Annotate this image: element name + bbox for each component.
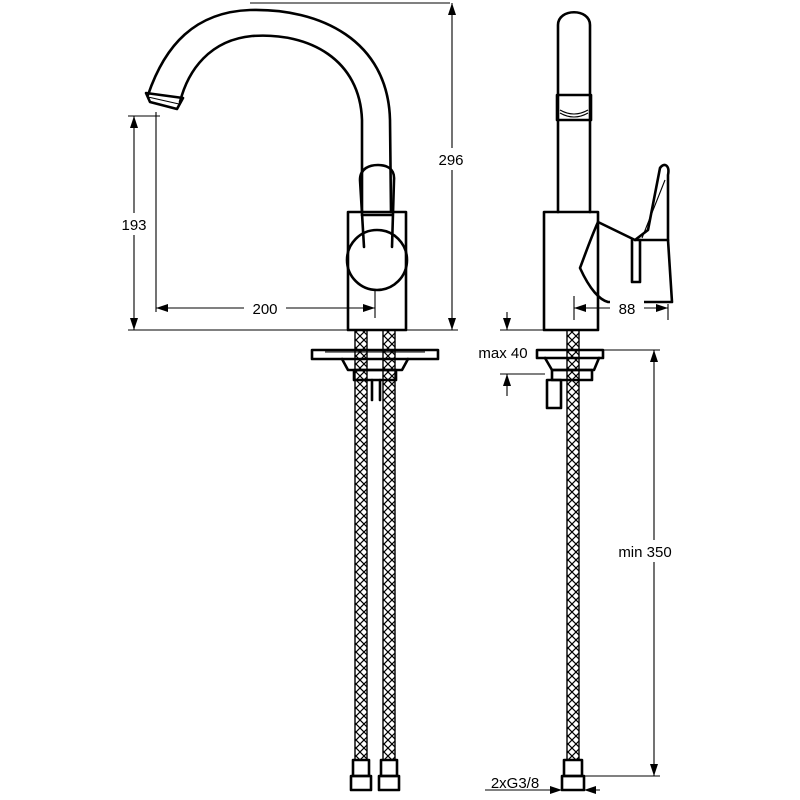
dim-connection-thread: 2xG3/8 <box>485 775 600 794</box>
front-spout <box>144 8 393 214</box>
label-max-deck-thickness: max 40 <box>478 345 527 362</box>
front-body <box>345 163 409 332</box>
dim-spout-height: 193 <box>112 115 348 331</box>
label-lever-projection: 88 <box>619 301 636 318</box>
side-body <box>542 163 674 332</box>
dim-total-height: 296 <box>250 2 472 331</box>
dim-lever-projection: 88 <box>573 296 669 320</box>
dim-spout-reach: 200 <box>155 112 376 318</box>
dim-min-hose-length: min 350 <box>584 349 680 777</box>
side-spout <box>555 11 593 214</box>
label-total-height: 296 <box>438 152 463 169</box>
label-spout-height: 193 <box>121 217 146 234</box>
label-spout-reach: 200 <box>252 301 277 318</box>
front-view: 296 193 200 <box>112 2 472 792</box>
side-view: 88 max 40 min 350 2xG3/8 <box>478 11 680 794</box>
label-connection-thread: 2xG3/8 <box>491 775 539 792</box>
front-hoses <box>349 329 401 792</box>
dim-max-deck-thickness: max 40 <box>478 312 545 396</box>
front-mounting-flange <box>310 348 440 402</box>
side-hose <box>560 329 586 792</box>
label-min-hose-length: min 350 <box>618 544 671 561</box>
